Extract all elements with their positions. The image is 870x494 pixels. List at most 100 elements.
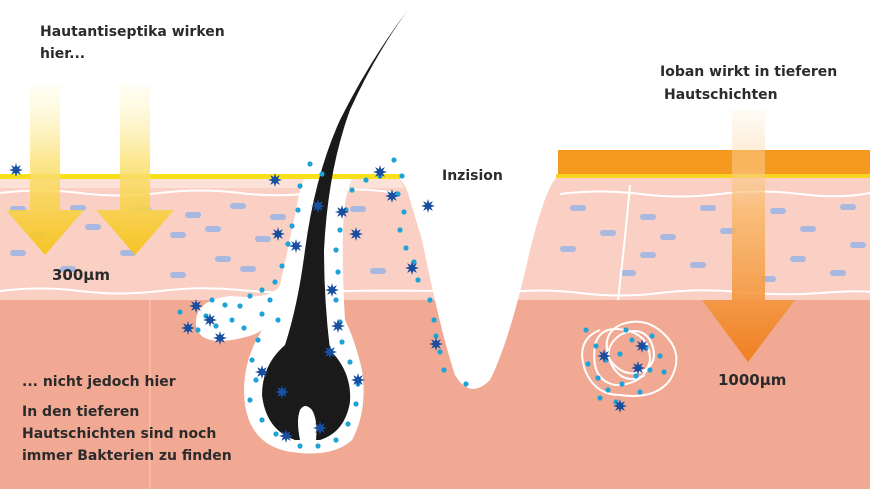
bacteria-dot — [273, 431, 278, 436]
bacteria-dot — [431, 317, 436, 322]
bacteria-star — [313, 421, 327, 435]
bacteria-dot — [247, 293, 252, 298]
antiseptics-label-line1: Hautantiseptika wirken — [40, 22, 225, 42]
bacteria-star — [421, 199, 435, 213]
skin-cell — [690, 262, 706, 268]
bacteria-dot — [391, 157, 396, 162]
bacteria-star — [275, 385, 289, 399]
bacteria-dot — [237, 303, 242, 308]
bacteria-dot — [241, 325, 246, 330]
skin-cell — [840, 204, 856, 210]
bacteria-dot — [363, 177, 368, 182]
bacteria-star — [323, 345, 337, 359]
bacteria-dot — [637, 389, 642, 394]
bacteria-dot — [441, 367, 446, 372]
skin-cell — [270, 214, 286, 220]
skin-cell — [620, 270, 636, 276]
bacteria-dot — [267, 297, 272, 302]
deep-layers-line3: immer Bakterien zu finden — [22, 446, 232, 466]
bacteria-dot — [619, 381, 624, 386]
skin-cell — [640, 252, 656, 258]
bacteria-star — [635, 339, 649, 353]
bacteria-star — [289, 239, 303, 253]
bacteria-star — [631, 361, 645, 375]
bacteria-dot — [272, 279, 277, 284]
bacteria-dot — [195, 327, 200, 332]
skin-cell — [800, 226, 816, 232]
ioban-adhesive — [556, 174, 870, 178]
bacteria-dot — [427, 297, 432, 302]
bacteria-dot — [593, 343, 598, 348]
bacteria-dot — [209, 297, 214, 302]
bacteria-dot — [397, 227, 402, 232]
bacteria-dot — [255, 337, 260, 342]
bacteria-dot — [229, 317, 234, 322]
skin-cell — [205, 226, 221, 232]
skin-cell — [790, 256, 806, 262]
incision-label: Inzision — [442, 166, 503, 186]
bacteria-dot — [297, 443, 302, 448]
bacteria-dot — [403, 245, 408, 250]
skin-cell — [85, 224, 101, 230]
skin-cell — [830, 270, 846, 276]
skin-cell — [255, 236, 271, 242]
bacteria-dot — [657, 353, 662, 358]
bacteria-star — [429, 337, 443, 351]
bacteria-star — [279, 429, 293, 443]
skin-cell — [215, 256, 231, 262]
bacteria-dot — [463, 381, 468, 386]
skin-cell — [570, 205, 586, 211]
bacteria-dot — [617, 351, 622, 356]
bacteria-dot — [339, 339, 344, 344]
skin-cell — [370, 268, 386, 274]
skin-cell — [240, 266, 256, 272]
bacteria-star — [335, 205, 349, 219]
ioban-label-line2: Hautschichten — [664, 85, 778, 105]
bacteria-star — [9, 163, 23, 177]
bacteria-star — [331, 319, 345, 333]
bacteria-dot — [333, 297, 338, 302]
bacteria-star — [181, 321, 195, 335]
bacteria-dot — [597, 395, 602, 400]
bacteria-star — [613, 399, 627, 413]
skin-cell — [770, 208, 786, 214]
bacteria-star — [325, 283, 339, 297]
bacteria-dot — [222, 302, 227, 307]
bacteria-dot — [437, 349, 442, 354]
bacteria-dot — [399, 173, 404, 178]
skin-cell — [170, 272, 186, 278]
bacteria-dot — [595, 375, 600, 380]
skin-cell — [640, 214, 656, 220]
bacteria-dot — [297, 183, 302, 188]
deep-layers-line2: Hautschichten sind noch — [22, 424, 216, 444]
bacteria-dot — [649, 333, 654, 338]
bacteria-star — [311, 199, 325, 213]
bacteria-dot — [623, 327, 628, 332]
bacteria-dot — [259, 311, 264, 316]
bacteria-dot — [253, 377, 258, 382]
bacteria-star — [268, 173, 282, 187]
skin-cell — [170, 232, 186, 238]
bacteria-dot — [249, 357, 254, 362]
bacteria-star — [373, 165, 387, 179]
skin-cell — [850, 242, 866, 248]
bacteria-dot — [415, 277, 420, 282]
bacteria-dot — [333, 437, 338, 442]
bacteria-star — [189, 299, 203, 313]
bacteria-dot — [279, 263, 284, 268]
ioban-label-line1: Ioban wirkt in tieferen — [660, 62, 837, 82]
bacteria-dot — [289, 223, 294, 228]
deep-layers-line1: In den tieferen — [22, 402, 139, 422]
bacteria-dot — [629, 337, 634, 342]
bacteria-dot — [585, 361, 590, 366]
bacteria-star — [405, 261, 419, 275]
bacteria-dot — [349, 187, 354, 192]
bacteria-dot — [401, 209, 406, 214]
bacteria-star — [597, 349, 611, 363]
bacteria-dot — [337, 227, 342, 232]
bacteria-dot — [259, 287, 264, 292]
skin-cell — [350, 206, 366, 212]
bacteria-dot — [295, 207, 300, 212]
ioban-film — [558, 150, 870, 174]
